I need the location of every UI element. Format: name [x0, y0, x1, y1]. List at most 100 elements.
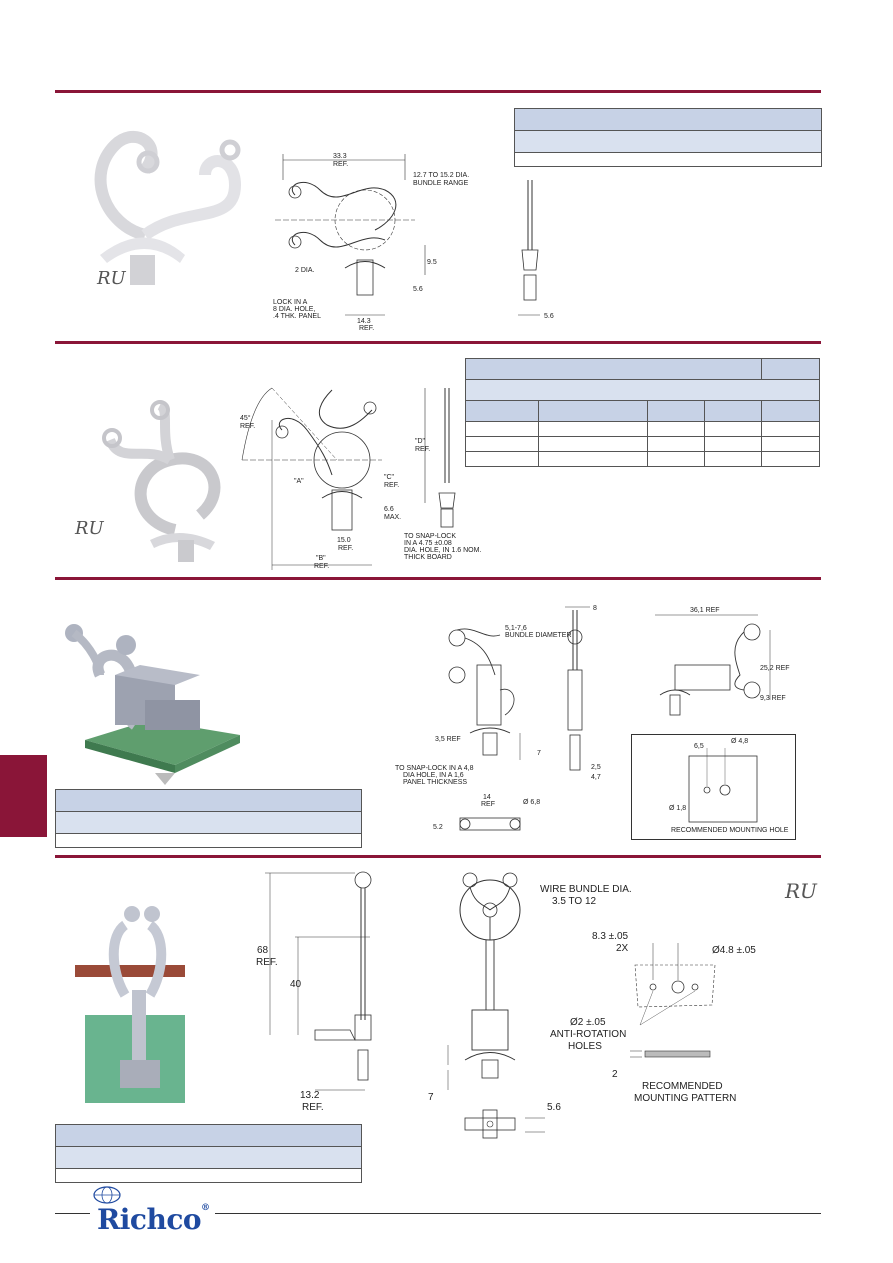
ul-mark-icon-2: RU: [74, 518, 105, 539]
dim-15-ref: REF.: [338, 545, 353, 552]
dim-d: "D": [415, 438, 426, 445]
spec-table-2: [465, 358, 820, 467]
dim-36-1-ref: 36,1 REF: [690, 607, 720, 614]
dim-a: "A": [294, 478, 304, 485]
dim-5-6: 5.6: [413, 286, 423, 293]
dim-6-5: 6,5: [694, 743, 704, 750]
note-snap-lock: TO SNAP-LOCK: [404, 533, 456, 540]
dim-2x: 2X: [616, 943, 629, 954]
drawing-2: 45° REF. "A" "C" REF. 6.6 MAX. 15.0 REF.…: [240, 387, 481, 570]
note-thick-board: THICK BOARD: [404, 554, 452, 561]
drawing-3-top: 36,1 REF 25,2 REF 9,3 REF: [655, 607, 790, 716]
label-recommended-mounting-hole: RECOMMENDED MOUNTING HOLE: [671, 827, 789, 834]
dim-bundle-range: BUNDLE RANGE: [413, 180, 469, 187]
dim-9-5: 9.5: [427, 259, 437, 266]
svg-text:RU: RU: [784, 879, 818, 903]
drawing-4-side: 68 REF. 40 13.2 REF.: [256, 871, 372, 1113]
dim-c: "C": [384, 474, 395, 481]
product-photo-3: [65, 624, 240, 785]
dim-7: 7: [537, 750, 541, 757]
dim-7-4: 7: [428, 1092, 434, 1103]
ul-mark-icon-1: RU: [96, 268, 127, 289]
dim-33-3: 33.3: [333, 153, 347, 160]
dim-dia-4-8-4: Ø4.8 ±.05: [712, 945, 756, 956]
svg-text:RU: RU: [96, 268, 127, 289]
spec-table-3: [55, 789, 362, 848]
spec-table-4: [55, 1124, 362, 1183]
dim-c-ref: REF.: [384, 482, 399, 489]
dim-14-ref: REF: [481, 801, 495, 808]
dim-40: 40: [290, 979, 302, 990]
dim-dia-1-8: Ø 1,8: [669, 805, 686, 812]
dim-2-5: 2,5: [591, 764, 601, 771]
svg-text:RU: RU: [74, 518, 105, 539]
section-divider-3: [55, 577, 821, 580]
dim-b: "B": [316, 555, 326, 562]
section-divider-1: [55, 90, 821, 93]
dim-8: 8: [593, 605, 597, 612]
dim-ref-2: REF.: [359, 325, 374, 332]
drawing-3: 5,1-7,6 BUNDLE DIAMETER 3,5 REF 7 TO SNA…: [395, 605, 601, 831]
dim-5-6-4: 5.6: [547, 1102, 561, 1113]
dim-6-6: 6.6: [384, 506, 394, 513]
dim-8-3: 8.3 ±.05: [592, 931, 629, 942]
dim-2-4: 2: [612, 1069, 618, 1080]
dim-bundle-dia: 12.7 TO 15.2 DIA.: [413, 172, 469, 179]
note-hole: 8 DIA. HOLE,: [273, 306, 315, 313]
dim-6-8: Ø 6,8: [523, 799, 540, 806]
spec-table-1: [514, 108, 822, 167]
note-panel: .4 THK. PANEL: [273, 313, 321, 320]
ul-mark-icon-3: RU: [784, 879, 818, 903]
dim-dia-2: Ø2 ±.05: [570, 1017, 606, 1028]
dim-45-deg: 45°: [240, 414, 251, 422]
section-divider-2: [55, 341, 821, 344]
dim-25-2-ref: 25,2 REF: [760, 665, 790, 672]
dim-14-3: 14.3: [357, 318, 371, 325]
dim-13-2-ref: REF.: [302, 1102, 324, 1113]
drawing-4-front: WIRE BUNDLE DIA. 3.5 TO 12 7: [428, 872, 632, 1103]
dim-3-5-ref: 3,5 REF: [435, 736, 461, 743]
dim-bundle-diameter: BUNDLE DIAMETER: [505, 632, 572, 639]
product-photo-1: [94, 130, 242, 285]
mounting-hole-diagram: 6,5 Ø 4,8 Ø 1,8 RECOMMENDED MOUNTING HOL…: [669, 738, 789, 834]
note-dia-hole-3: DIA HOLE, IN A 1,6: [403, 772, 464, 779]
brand-logo: Richco®: [97, 1203, 210, 1236]
dim-15-0: 15.0: [337, 537, 351, 544]
note-dia-hole: DIA. HOLE, IN 1.6 NOM.: [404, 547, 481, 554]
label-recommended: RECOMMENDED: [642, 1081, 723, 1092]
dim-13-2: 13.2: [300, 1090, 320, 1101]
side-view-2: "D" REF.: [415, 388, 456, 528]
dim-2-dia: 2 DIA.: [295, 267, 315, 274]
dim-ref: REF.: [333, 161, 348, 168]
dim-14: 14: [483, 794, 491, 801]
note-snap-lock-3: TO SNAP-LOCK IN A 4,8: [395, 765, 474, 772]
dim-5-2: 5.2: [433, 824, 443, 831]
note-hole-size: IN A 4.75 ±0.08: [404, 540, 452, 547]
globe-logo-icon: [93, 1186, 121, 1204]
dim-max: MAX.: [384, 514, 401, 521]
label-mounting-pattern: MOUNTING PATTERN: [634, 1093, 736, 1104]
label-anti-rotation: ANTI-ROTATION: [550, 1029, 626, 1040]
footer-rule-left: [55, 1213, 90, 1214]
side-tab: [0, 755, 47, 837]
dim-side-5-6: 5.6: [544, 313, 554, 320]
drawing-4-bottom: 5.6: [464, 1102, 561, 1139]
mounting-pattern-diagram: 8.3 ±.05 2X Ø4.8 ±.05 Ø2 ±.05 ANTI-ROTAT…: [550, 931, 756, 1104]
side-view-1: 5.6: [518, 180, 554, 320]
dim-dia-4-8: Ø 4,8: [731, 738, 748, 745]
dim-wire-bundle: WIRE BUNDLE DIA.: [540, 884, 632, 895]
dim-68: 68: [257, 945, 269, 956]
product-photo-2: [102, 400, 221, 562]
note-lock: LOCK IN A: [273, 299, 308, 306]
dim-bundle-range-4: 3.5 TO 12: [552, 896, 597, 907]
footer-rule-right: [215, 1213, 821, 1214]
dim-b-ref: REF.: [314, 563, 329, 570]
drawing-1: 33.3 REF. 12.7 TO 15.2 DIA. BUNDLE RANGE…: [273, 153, 469, 332]
dim-68-ref: REF.: [256, 957, 278, 968]
label-holes: HOLES: [568, 1041, 602, 1052]
product-photo-4: [75, 906, 185, 1103]
dim-4-7: 4,7: [591, 774, 601, 781]
dim-ref-45: REF.: [240, 423, 255, 430]
section-divider-4: [55, 855, 821, 858]
mounting-hole-box: [631, 734, 796, 840]
